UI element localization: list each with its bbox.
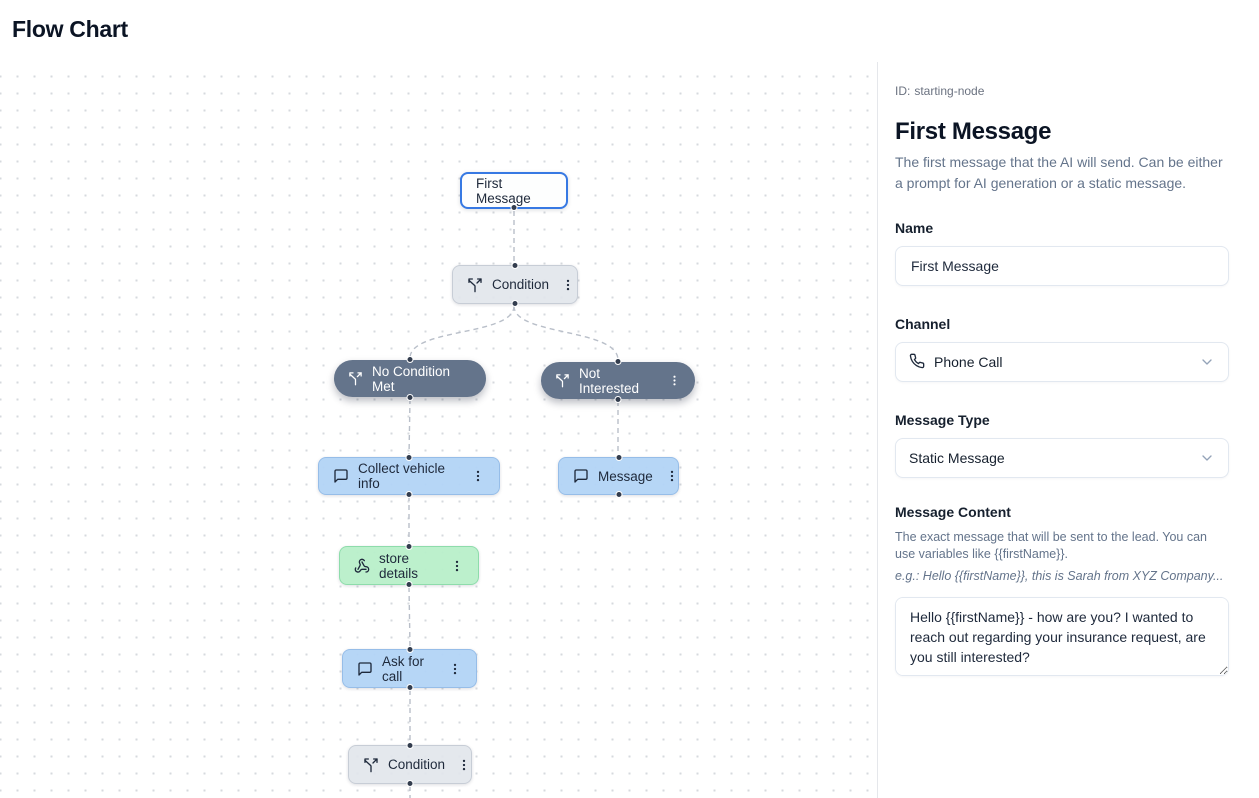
message-content-textarea[interactable]: Hello {{firstName}} - how are you? I wan… [895,596,1229,676]
channel-value: Phone Call [934,354,1003,370]
node-no-condition-met[interactable]: No Condition Met [334,356,486,401]
flow-canvas[interactable]: First Message Condition No Condition Met [0,62,878,798]
message-type-value: Static Message [909,450,1005,466]
node-label: Condition [388,757,446,772]
node-handle[interactable] [614,396,622,403]
edge-nocondition-to-collect [408,398,411,457]
node-label: Ask for call [382,653,425,684]
split-icon [555,373,570,388]
kebab-menu-icon[interactable] [665,469,679,483]
channel-label: Channel [895,316,951,332]
node-handle[interactable] [406,742,414,749]
message-content-help: The exact message that will be sent to t… [895,530,1208,561]
node-store-details[interactable]: store details [339,543,479,588]
node-message[interactable]: Message [558,454,679,498]
node-handle[interactable] [406,646,413,653]
kebab-menu-icon[interactable] [457,758,471,772]
page-header: Flow Chart [0,0,1259,62]
node-handle[interactable] [406,394,414,401]
webhook-icon [354,558,370,574]
node-handle[interactable] [615,491,622,498]
node-label: Condition [492,277,550,292]
edge-condition-to-notinterested [513,305,619,361]
node-handle[interactable] [406,780,414,787]
node-label: No Condition Met [372,363,451,394]
id-label: ID: [895,84,911,98]
node-handle[interactable] [406,356,414,363]
edge-store-to-ask [408,586,411,648]
kebab-menu-icon[interactable] [450,559,464,573]
node-handle[interactable] [510,204,518,211]
phone-icon [909,353,925,372]
message-type-select[interactable]: Static Message [895,438,1229,478]
node-first-message[interactable]: First Message [460,172,568,211]
node-details-panel: ID:starting-node First Message The first… [878,62,1259,798]
node-condition-1[interactable]: Condition [452,262,578,307]
message-content-label: Message Content [895,504,1011,520]
node-condition-2[interactable]: Condition [348,742,472,787]
split-icon [467,277,483,293]
name-label: Name [895,220,934,236]
split-icon [363,757,379,773]
kebab-menu-icon[interactable] [561,278,575,292]
channel-select[interactable]: Phone Call [895,342,1229,382]
chevron-down-icon [1199,354,1215,370]
node-handle[interactable] [405,454,413,461]
node-label: Collect vehicle info [358,461,446,491]
node-label: First Message [476,175,531,206]
node-handle[interactable] [405,543,413,550]
page-title: Flow Chart [12,16,128,42]
message-square-icon [357,661,373,677]
node-handle[interactable] [615,454,622,461]
node-id: ID:starting-node [895,84,1229,98]
panel-description: The first message that the AI will send.… [895,154,1223,191]
kebab-menu-icon[interactable] [668,374,681,387]
name-input[interactable] [895,246,1229,286]
id-value: starting-node [914,84,985,98]
node-label: Message [598,468,653,484]
node-handle[interactable] [405,491,413,498]
kebab-menu-icon[interactable] [471,469,485,483]
node-ask-for-call[interactable]: Ask for call [342,646,477,691]
node-collect-vehicle-info[interactable]: Collect vehicle info [318,454,500,498]
message-type-label: Message Type [895,412,990,428]
message-square-icon [573,468,589,484]
message-content-example: e.g.: Hello {{firstName}}, this is Sarah… [895,569,1224,583]
message-square-icon [333,468,349,484]
node-not-interested[interactable]: Not Interested [541,358,695,403]
node-handle[interactable] [511,262,519,269]
node-handle[interactable] [406,684,413,691]
chevron-down-icon [1199,450,1215,466]
node-handle[interactable] [511,300,519,307]
split-icon [348,371,363,386]
node-handle[interactable] [405,581,413,588]
edge-condition-to-nocondition [409,305,515,359]
node-handle[interactable] [614,358,622,365]
node-label: store details [379,550,419,581]
node-label: Not Interested [579,365,640,396]
kebab-menu-icon[interactable] [448,662,462,676]
panel-title: First Message [895,118,1052,145]
